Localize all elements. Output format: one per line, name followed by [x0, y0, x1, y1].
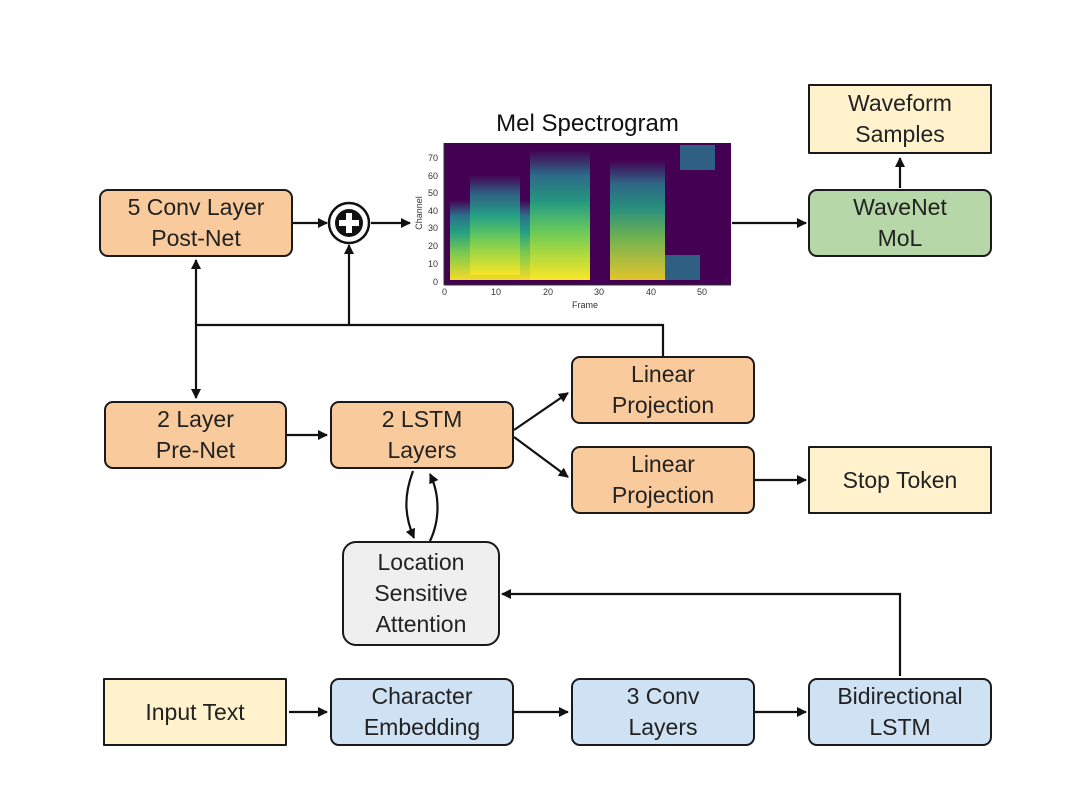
linear-projection-bottom-node: Linear Projection — [571, 446, 755, 514]
spectrogram-title: Mel Spectrogram — [496, 110, 679, 137]
spectrogram-bands — [450, 145, 715, 280]
arrow-attention-to-lstm — [429, 473, 439, 542]
y-tick: 70 — [428, 153, 439, 163]
stop-token-node: Stop Token — [808, 446, 992, 514]
y-tick: 30 — [428, 223, 439, 233]
y-tick: 40 — [428, 206, 439, 216]
spectrogram-plot — [443, 143, 731, 286]
arrow-bilstm-to-attention — [501, 589, 902, 676]
x-tick: 40 — [646, 287, 657, 297]
x-tick: 0 — [442, 287, 448, 297]
spectrogram-xlabel: Frame — [572, 300, 599, 310]
x-tick: 50 — [697, 287, 708, 297]
arrow-lstm-to-linear-top — [513, 392, 569, 431]
wavenet-node: WaveNet MoL — [808, 189, 992, 257]
postnet-node: 5 Conv Layer Post-Net — [99, 189, 293, 257]
y-tick: 0 — [433, 277, 439, 287]
y-tick: 20 — [428, 241, 439, 251]
input-text-node: Input Text — [103, 678, 287, 746]
spectrogram-ylabel: Channel — [413, 196, 424, 230]
adder-node — [327, 201, 371, 245]
line-linear-projection-feedback — [196, 323, 665, 356]
y-tick: 60 — [428, 171, 439, 181]
x-tick: 30 — [594, 287, 605, 297]
x-tick: 10 — [491, 287, 502, 297]
attention-node: Location Sensitive Attention — [342, 541, 500, 646]
y-tick: 50 — [428, 188, 439, 198]
x-tick: 20 — [543, 287, 554, 297]
character-embedding-node: Character Embedding — [330, 678, 514, 746]
linear-projection-top-node: Linear Projection — [571, 356, 755, 424]
prenet-node: 2 Layer Pre-Net — [104, 401, 287, 469]
waveform-samples-node: Waveform Samples — [808, 84, 992, 154]
bidirectional-lstm-node: Bidirectional LSTM — [808, 678, 992, 746]
conv-layers-node: 3 Conv Layers — [571, 678, 755, 746]
y-tick: 10 — [428, 259, 439, 269]
lstm-layers-node: 2 LSTM Layers — [330, 401, 514, 469]
arrow-lstm-to-linear-bottom — [513, 436, 569, 478]
arrow-lstm-to-attention — [405, 470, 416, 539]
